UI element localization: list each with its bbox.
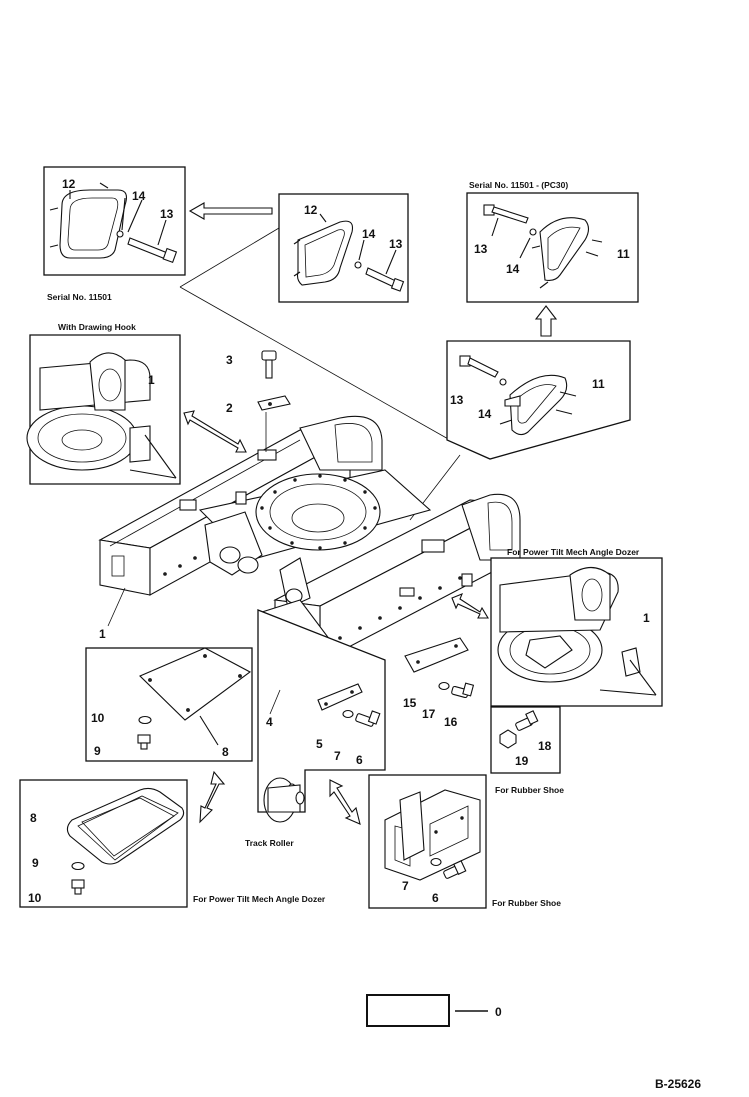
callout-1: 1 — [148, 373, 155, 387]
callout-6: 6 — [356, 753, 363, 767]
callout-5: 5 — [316, 737, 323, 751]
callout-8: 8 — [30, 811, 37, 825]
detail-box-serial-11501-left — [43, 166, 186, 276]
track-frame-assembly — [98, 415, 521, 691]
callout-11: 11 — [617, 247, 630, 261]
callout-10: 10 — [91, 711, 105, 725]
callout-12: 12 — [304, 203, 318, 217]
callout-1: 1 — [643, 611, 650, 625]
callout-2: 2 — [226, 401, 233, 415]
detail-box-power-tilt-ring — [490, 557, 663, 707]
callout-14: 14 — [132, 189, 146, 203]
callout-19: 19 — [515, 754, 529, 768]
plate-part-15 — [404, 637, 475, 699]
detail-box-guard — [257, 609, 386, 813]
caption-serial-11501: Serial No. 11501 — [47, 292, 112, 302]
double-arrow-icon — [183, 410, 247, 453]
bolt-holes — [260, 474, 377, 550]
bolt-holes — [338, 576, 462, 640]
callout-13: 13 — [474, 242, 488, 256]
double-arrow-icon — [199, 770, 226, 824]
callout-9: 9 — [32, 856, 39, 870]
callout-3: 3 — [226, 353, 233, 367]
caption-power-tilt-bottom: For Power Tilt Mech Angle Dozer — [193, 894, 326, 904]
caption-track-roller: Track Roller — [245, 838, 294, 848]
figure-id: B-25626 — [655, 1077, 701, 1091]
double-arrow-icon — [451, 593, 489, 619]
caption-rubber-shoe-2: For Rubber Shoe — [492, 898, 561, 908]
callout-18: 18 — [538, 739, 552, 753]
callout-6: 6 — [432, 891, 439, 905]
detail-box-with-drawing-hook — [26, 334, 181, 485]
track-roller — [263, 777, 305, 823]
callout-17: 17 — [422, 707, 436, 721]
detail-box-cover-plate — [85, 647, 253, 762]
callout-7: 7 — [402, 879, 409, 893]
arrow-left-icon — [188, 202, 273, 220]
arrow-up-icon — [534, 305, 558, 337]
callout-13: 13 — [160, 207, 174, 221]
callout-9: 9 — [94, 744, 101, 758]
caption-with-drawing-hook: With Drawing Hook — [58, 322, 136, 332]
callout-14: 14 — [362, 227, 376, 241]
callout-11: 11 — [592, 377, 605, 391]
clip-part-2 — [257, 395, 291, 411]
callout-4: 4 — [266, 715, 273, 729]
callout-8: 8 — [222, 745, 229, 759]
callout-13: 13 — [450, 393, 464, 407]
caption-rubber-shoe-1: For Rubber Shoe — [495, 785, 564, 795]
legend — [366, 994, 488, 1027]
callout-1: 1 — [99, 627, 106, 641]
callout-14: 14 — [478, 407, 492, 421]
bolt-part-3 — [261, 350, 277, 379]
callout-12: 12 — [62, 177, 76, 191]
double-arrow-icon — [329, 779, 361, 825]
detail-box-serial-middle — [278, 193, 409, 303]
detail-box-rubber-shoe-plate — [368, 774, 487, 909]
caption-power-tilt-right: For Power Tilt Mech Angle Dozer — [507, 547, 640, 557]
legend-value: 0 — [495, 1005, 502, 1019]
caption-serial-11501-pc30: Serial No. 11501 - (PC30) — [469, 180, 568, 190]
callout-16: 16 — [444, 715, 458, 729]
callout-13: 13 — [389, 237, 403, 251]
detail-box-serial-11501-pc30 — [466, 192, 639, 303]
detail-box-right-middle — [446, 340, 631, 460]
callout-14: 14 — [506, 262, 520, 276]
callout-10: 10 — [28, 891, 42, 905]
callout-15: 15 — [403, 696, 417, 710]
detail-box-rubber-shoe-bolt — [490, 706, 561, 774]
detail-box-power-tilt-cover — [19, 779, 188, 908]
callout-7: 7 — [334, 749, 341, 763]
